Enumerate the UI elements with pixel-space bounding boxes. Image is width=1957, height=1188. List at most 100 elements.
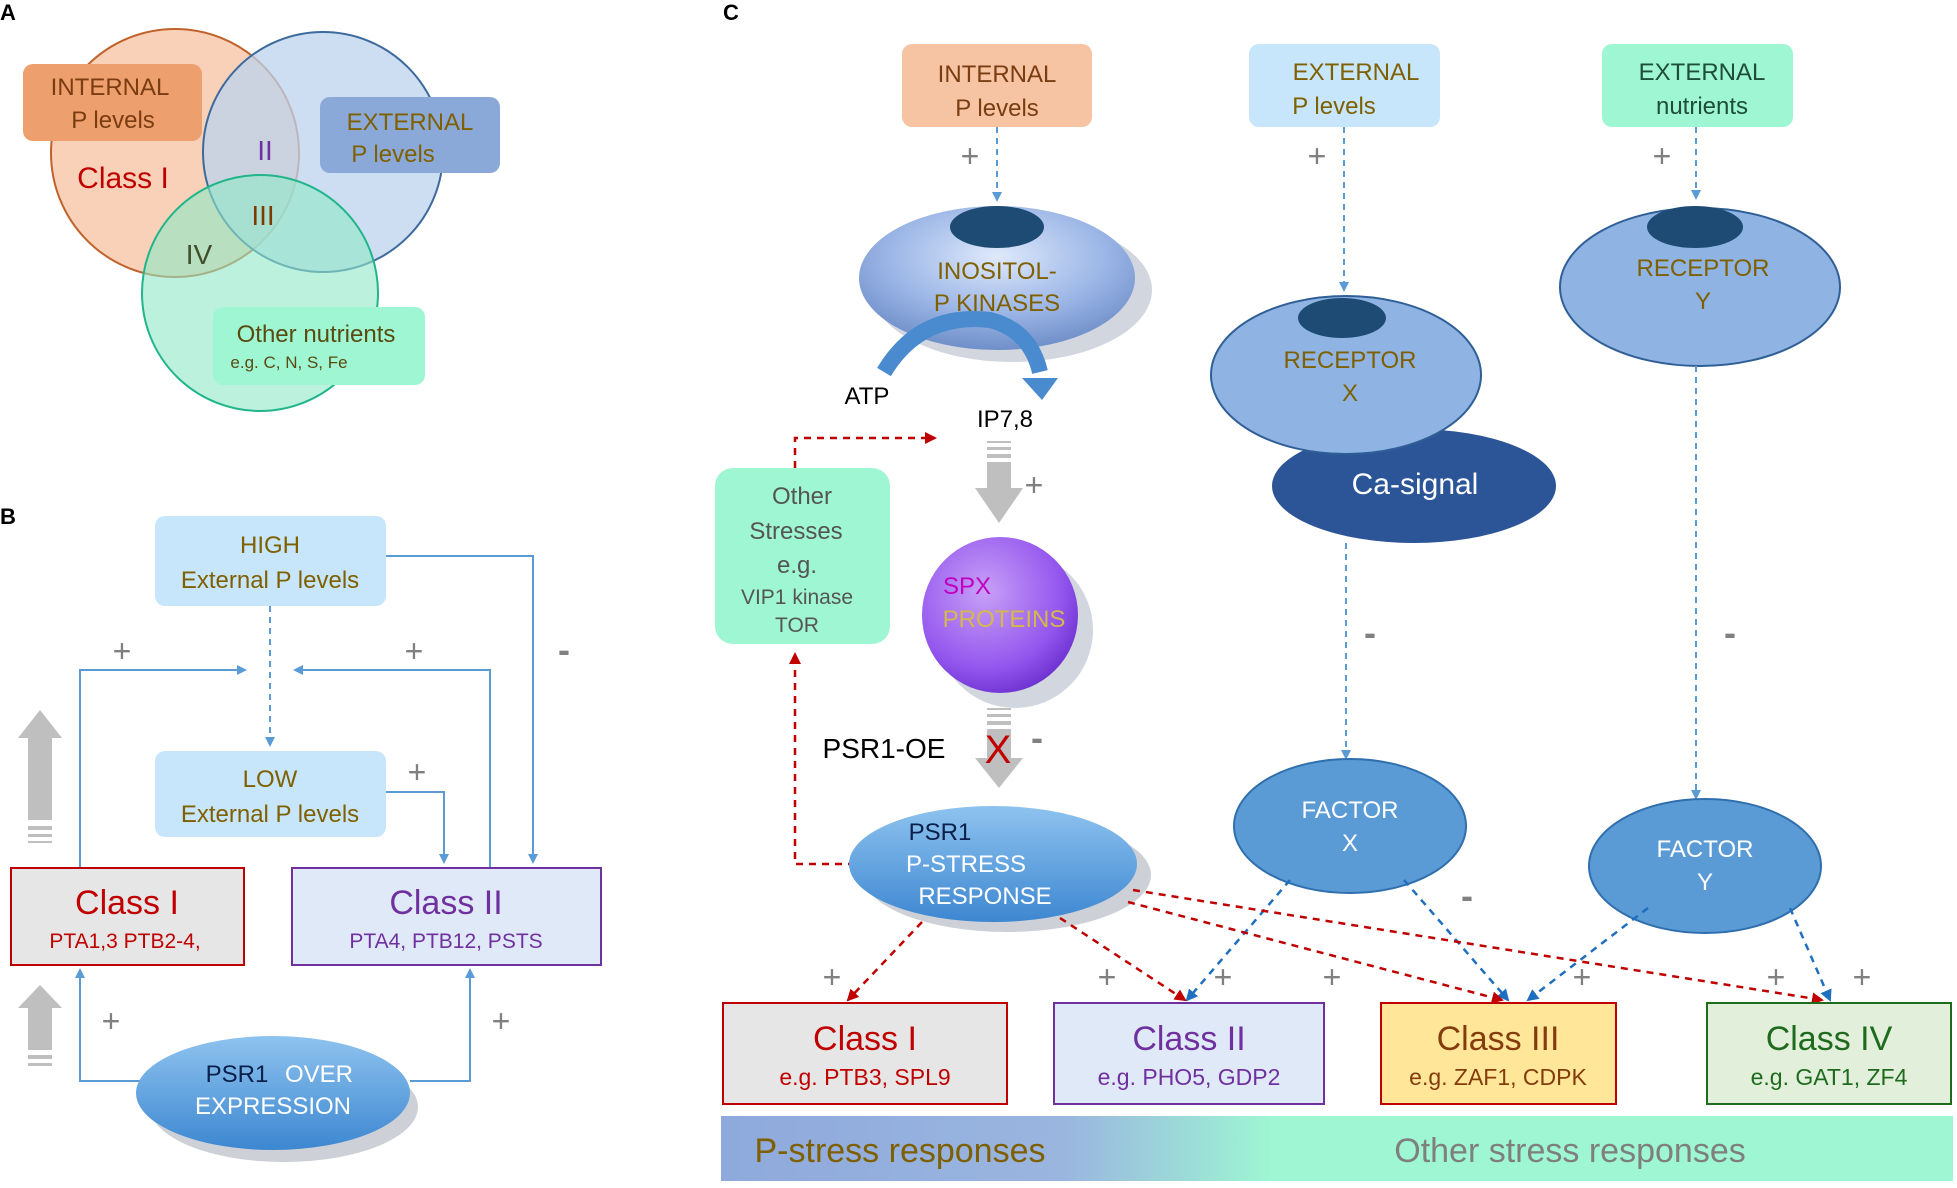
other-stress-responses-label: Other stress responses (1394, 1132, 1745, 1170)
class-ii-title-c: Class II (1132, 1020, 1245, 1058)
factor-x-label-2: X (1342, 830, 1358, 857)
external-nutrients-label-1: EXTERNAL (1639, 59, 1766, 86)
factor-y-label-2: Y (1697, 869, 1713, 896)
p-stress-responses-label: P-stress responses (755, 1132, 1046, 1170)
internal-p-label-c-1: INTERNAL (938, 61, 1057, 88)
external-p-box-c (1249, 44, 1440, 127)
plus-sign: + (408, 754, 427, 790)
other-nutrients-examples-a: e.g. C, N, S, Fe (230, 353, 347, 372)
external-nutrients-box (1602, 44, 1793, 127)
low-label: LOW (243, 766, 298, 793)
up-arrow-large (18, 710, 62, 843)
psr1-to-class-ii-arrow (1059, 916, 1187, 1002)
minus-sign: - (1364, 612, 1376, 653)
minus-sign: - (1031, 717, 1043, 758)
atp-arrow-head (1022, 378, 1058, 400)
atp-label: ATP (845, 383, 890, 410)
class-iii-example-c: e.g. ZAF1, CDPK (1409, 1064, 1587, 1090)
inositol-label-1: INOSITOL- (937, 258, 1057, 285)
class-iii-box-c (1380, 1002, 1617, 1105)
external-p-label-c-2: P levels (1292, 93, 1376, 120)
minus-sign: - (558, 629, 570, 670)
psr1-to-class-i-arrow (75, 968, 140, 1082)
atp-curved-arrow (877, 311, 1048, 377)
plus-sign: + (823, 959, 842, 995)
minus-sign: - (1724, 612, 1736, 653)
class-i-box-b (10, 867, 245, 966)
receptor-y-label-1: RECEPTOR (1637, 255, 1770, 282)
vip1-kinase-label: VIP1 kinase (741, 586, 853, 609)
receptor-x-label-2: X (1342, 380, 1358, 407)
plus-sign: + (1573, 959, 1592, 995)
plus-sign: + (961, 138, 980, 174)
factor-y-label-1: FACTOR (1657, 836, 1754, 863)
plus-sign: + (492, 1003, 511, 1039)
inositol-kinases-ellipse (859, 206, 1135, 350)
ca-signal-label: Ca-signal (1352, 468, 1479, 501)
plus-sign: + (1025, 467, 1044, 503)
other-stresses-label-2: Stresses (749, 518, 842, 545)
high-external-p-box (155, 516, 386, 606)
class-i-title-b: Class I (75, 884, 179, 922)
internal-p-label-a-2: P levels (71, 107, 155, 134)
external-p-label-a-2: P levels (351, 141, 435, 168)
panel-a-letter: A (0, 0, 16, 25)
external-nutrients-label-2: nutrients (1656, 93, 1748, 120)
receptor-x-pocket (1298, 298, 1386, 338)
high-label: HIGH (240, 532, 300, 559)
psr1-to-class-iii-arrow (1127, 900, 1504, 1004)
class-ii-box-b (291, 867, 602, 966)
class-iii-title-c: Class III (1437, 1020, 1560, 1058)
high-inhibits-class-ii-arrow (386, 555, 538, 864)
receptor-y-pocket (1647, 206, 1743, 248)
low-external-p-box (155, 751, 386, 837)
spx-to-psr1-arrow (975, 708, 1023, 788)
class-iv-example-c: e.g. GAT1, ZF4 (1751, 1064, 1908, 1090)
internal-p-box-a (23, 64, 202, 141)
panel-c-letter: C (723, 0, 739, 25)
plus-sign: + (1214, 959, 1233, 995)
external-p-label-c-1: EXTERNAL (1293, 59, 1420, 86)
inositol-pocket (950, 206, 1044, 248)
plus-sign: + (102, 1003, 121, 1039)
other-stresses-box (715, 468, 890, 644)
receptor-x-ellipse (1210, 295, 1482, 455)
class-ii-box-c (1053, 1002, 1325, 1105)
factor-x-to-class-ii-arrow (1185, 879, 1291, 1002)
internal-p-box-c (902, 44, 1092, 127)
tor-label: TOR (775, 614, 819, 637)
factor-y-to-class-iv-arrow (1788, 907, 1832, 1002)
other-stresses-to-ip78-arrow (793, 432, 937, 468)
factor-y-ellipse (1588, 798, 1822, 934)
other-nutrients-box-a (213, 307, 425, 385)
plus-sign: + (1098, 959, 1117, 995)
external-p-label-a-1: EXTERNAL (347, 109, 474, 136)
factor-x-ellipse (1233, 758, 1467, 894)
low-activates-class-ii-arrow (386, 791, 449, 864)
plus-sign: + (405, 633, 424, 669)
response-label: RESPONSE (918, 883, 1051, 910)
psr1-label-c: PSR1 (909, 819, 972, 846)
psr1-label-b: PSR1 (206, 1061, 269, 1088)
blocked-x-mark: X (985, 728, 1012, 772)
proteins-label: PROTEINS (943, 606, 1066, 633)
ip78-to-spx-arrow (975, 441, 1023, 523)
class-iii-label-a: III (251, 200, 274, 231)
spx-label: SPX (943, 573, 991, 600)
panel-b-letter: B (0, 504, 16, 529)
expression-label-b: EXPRESSION (195, 1093, 351, 1120)
class-ii-feedback-arrow (293, 665, 491, 868)
psr1-to-class-i-arrow (846, 921, 923, 1002)
ca-signal-ellipse (1272, 429, 1556, 543)
stress-responses-band (721, 1116, 1953, 1181)
plus-sign: + (1323, 959, 1342, 995)
low-external-label: External P levels (181, 801, 359, 828)
spx-proteins-circle (922, 537, 1078, 693)
plus-sign: + (113, 633, 132, 669)
ip78-label: IP7,8 (977, 406, 1033, 433)
over-label-b: OVER (285, 1061, 353, 1088)
class-ii-title-b: Class II (389, 884, 502, 922)
external-p-box-a (320, 97, 500, 173)
